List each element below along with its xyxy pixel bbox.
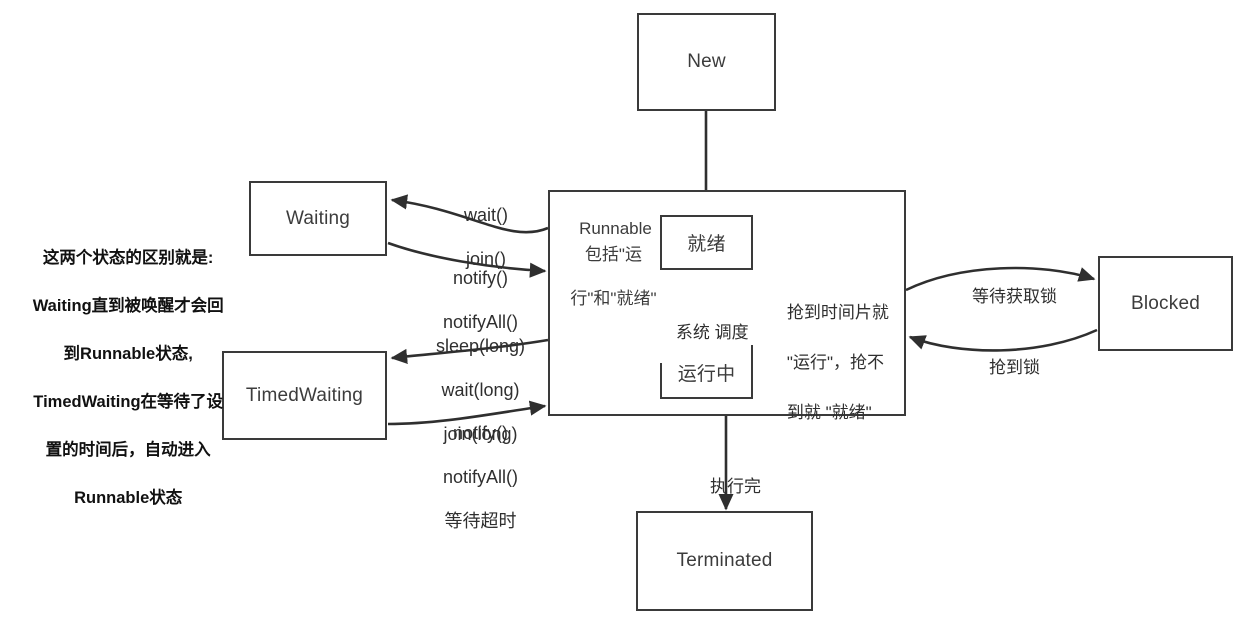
node-blocked-label: Blocked [1131,292,1200,314]
notify-timed-label: notify() [453,423,509,443]
time-slice-line3: 到就 "就绪" [786,403,872,422]
label-runnable-to-terminated: 执行完 [681,452,771,521]
wait-long-label: wait(long) [441,380,520,400]
wait-label: wait() [464,205,508,225]
side-note-line6: Runnable状态 [74,489,183,507]
side-note-line3: 到Runnable状态, [63,345,193,363]
node-blocked[interactable]: Blocked [1098,256,1233,351]
label-runnable-to-blocked: 等待获取锁 [950,262,1060,331]
join-label: join() [466,249,507,269]
node-ready-label: 就绪 [687,234,726,255]
label-scheduler: 系统 调度 [655,298,751,363]
time-slice-line1: 抢到时间片就 [786,303,889,322]
node-waiting[interactable]: Waiting [249,181,387,256]
annotation-time-slice: 抢到时间片就 "运行"，抢不 到就 "就绪" [768,275,903,450]
join-long-label: join(long) [443,424,518,444]
scheduler-label: 系统 调度 [675,323,749,342]
runnable-caption-line2: 行"和"就绪" [570,289,657,308]
node-timedwaiting[interactable]: TimedWaiting [222,351,387,440]
runnable-caption-line1: 包括"运 [584,245,642,264]
node-new-label: New [687,51,726,72]
annotation-side-note: 这两个状态的区别就是: Waiting直到被唤醒才会回 到Runnable状态,… [8,222,230,534]
node-timedwaiting-label: TimedWaiting [245,384,364,406]
label-waiting-to-runnable: notify() notifyAll() [408,245,533,355]
notify-label: notify() [453,268,509,288]
label-timedwaiting-to-runnable: notify() notifyAll() 等待超时 [408,400,533,554]
side-note-line2: Waiting直到被唤醒才会回 [32,297,224,315]
node-terminated[interactable]: Terminated [636,511,813,611]
side-note-line1: 这两个状态的区别就是: [42,249,214,267]
sleep-long-label: sleep(long) [435,336,526,356]
node-running-label: 运行中 [677,363,736,385]
node-terminated-label: Terminated [676,550,773,571]
label-runnable-to-waiting: wait() join() [421,182,531,292]
got-lock-label: 抢到锁 [988,358,1040,377]
side-note-line5: 置的时间后，自动进入 [45,441,211,459]
node-runnable-title: Runnable [556,196,656,262]
node-runnable-caption: 包括"运 行"和"就绪" [548,222,660,332]
node-new[interactable]: New [637,13,776,111]
node-ready[interactable]: 就绪 [660,215,753,270]
wait-for-lock-label: 等待获取锁 [971,287,1057,306]
time-slice-line2: "运行"，抢不 [786,353,884,372]
finished-label: 执行完 [709,477,761,496]
node-waiting-label: Waiting [285,207,351,229]
timeout-label: 等待超时 [444,511,517,531]
label-runnable-to-timedwaiting: sleep(long) wait(long) join(long) [408,313,533,467]
runnable-title-text: Runnable [579,219,652,238]
label-blocked-to-runnable: 抢到锁 [960,333,1050,402]
side-note-line4: TimedWaiting在等待了设 [33,393,224,411]
notifyall-timed-label: notifyAll() [443,467,519,487]
notifyall-label: notifyAll() [443,312,519,332]
